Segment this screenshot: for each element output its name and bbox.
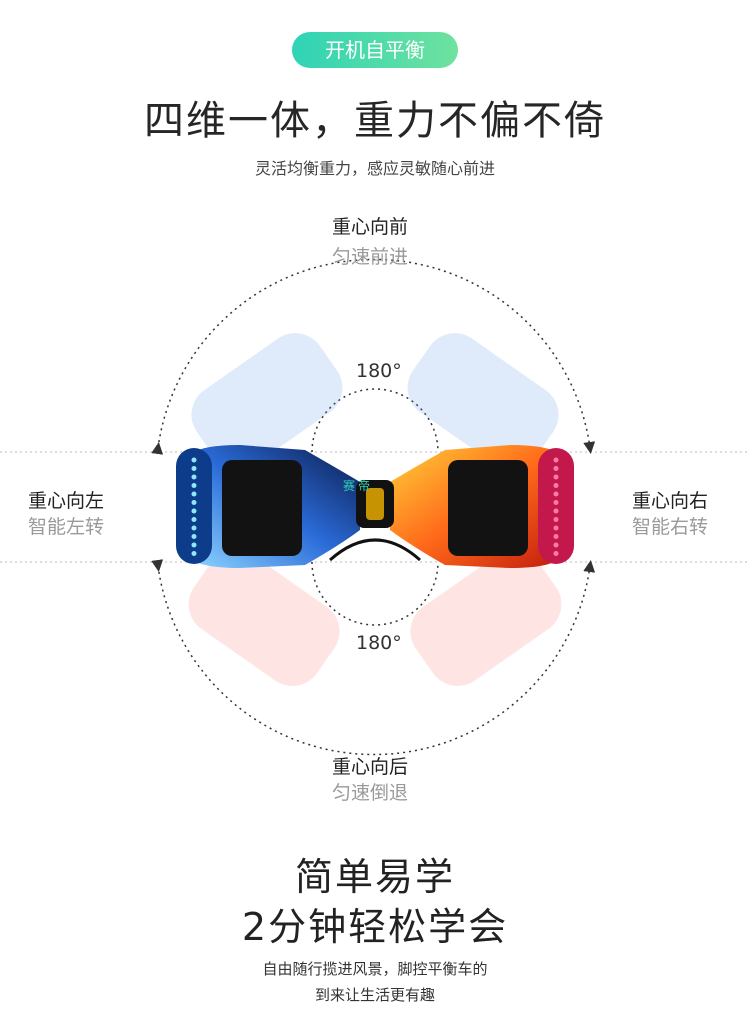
left-title: 重心向左: [28, 490, 105, 512]
wheel-led: [553, 466, 559, 471]
wheel-led: [191, 525, 197, 531]
wheel-led: [191, 542, 197, 548]
wheel-led: [553, 500, 559, 505]
easy-title-2: 2分钟轻松学会: [241, 905, 509, 949]
ghost-board-lower-right: [410, 549, 562, 686]
wheel-led: [191, 466, 197, 471]
board-lower-arch: [329, 538, 421, 562]
wheel-led: [553, 517, 559, 522]
wheel-led: [553, 508, 559, 514]
ghost-board-lower-left: [188, 549, 340, 686]
footer-desc-2: 到来让生活更有趣: [314, 986, 435, 1004]
rotation-bottom-label: 180°: [356, 632, 402, 654]
wheel-led: [191, 508, 197, 514]
hoverboard-main: 赛 帝: [176, 445, 574, 568]
left-desc: 智能左转: [28, 516, 105, 538]
backward-title: 重心向后: [332, 756, 409, 778]
left-foot-pad: [222, 460, 302, 556]
ghost-board-upper-right: [407, 333, 559, 470]
board-logo: 赛 帝: [343, 478, 370, 493]
page-title: 四维一体，重力不偏不倚: [144, 98, 606, 144]
wheel-led: [553, 551, 559, 556]
right-wheel: [538, 448, 574, 564]
wheel-led: [553, 491, 559, 497]
wheel-led: [553, 483, 559, 488]
easy-title-1: 简单易学: [294, 855, 455, 899]
forward-title: 重心向前: [332, 216, 409, 238]
backward-arc: [151, 559, 596, 756]
wheel-led: [191, 517, 197, 522]
wheel-led: [553, 534, 559, 539]
right-desc: 智能右转: [632, 516, 709, 538]
wheel-led: [553, 542, 559, 548]
wheel-led: [553, 457, 559, 463]
wheel-led: [191, 483, 197, 488]
right-foot-pad: [448, 460, 528, 556]
right-wheel-leds: [553, 457, 559, 556]
left-wheel: [176, 448, 212, 564]
footer-desc-1: 自由随行揽进风景，脚控平衡车的: [262, 960, 488, 978]
right-title: 重心向右: [632, 490, 709, 512]
ghost-board-upper-left: [191, 333, 343, 470]
wheel-led: [191, 551, 197, 556]
self-balance-badge: 开机自平衡: [292, 32, 458, 68]
wheel-led: [191, 491, 197, 497]
backward-desc: 匀速倒退: [332, 782, 409, 804]
rotate-arc-top: [311, 388, 439, 453]
left-wheel-leds: [191, 457, 197, 556]
page-subtitle: 灵活均衡重力，感应灵敏随心前进: [254, 159, 495, 178]
forward-arc: [151, 258, 596, 455]
rotation-top-label: 180°: [356, 360, 402, 382]
wheel-led: [191, 474, 197, 480]
rotate-arc-bottom: [311, 561, 439, 626]
wheel-led: [553, 525, 559, 531]
wheel-led: [191, 534, 197, 539]
wheel-led: [191, 457, 197, 463]
forward-desc: 匀速前进: [332, 246, 409, 268]
wheel-led: [191, 500, 197, 505]
wheel-led: [553, 474, 559, 480]
